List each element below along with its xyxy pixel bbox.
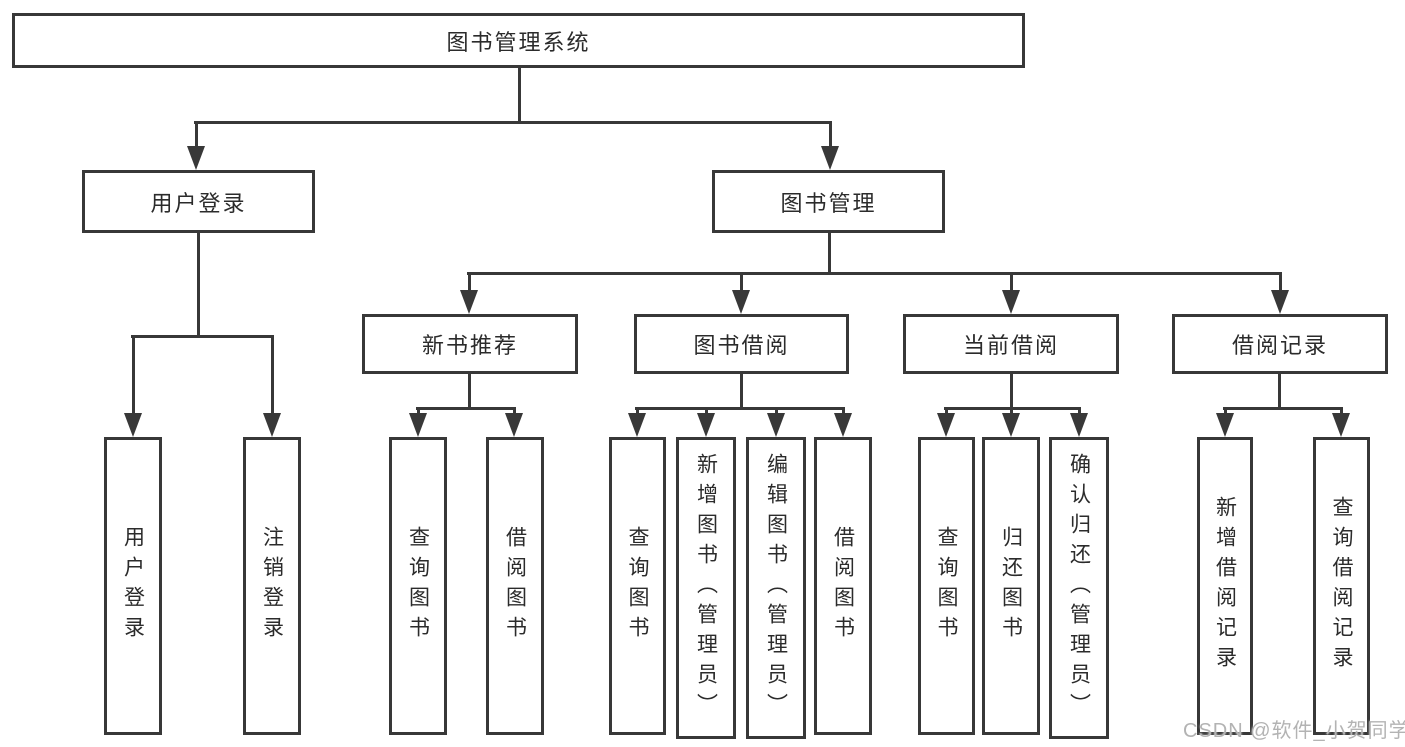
node-leaf-user-login: 用户登录 [104, 437, 162, 735]
node-new-book-recommend-label: 新书推荐 [421, 333, 518, 358]
node-leaf-bb-add-book: 新增图书（管理员） [676, 437, 736, 739]
arrow-down-icon [697, 407, 715, 437]
node-leaf-bb-borrow-book: 借阅图书 [814, 437, 872, 735]
arrow-down-icon [263, 335, 281, 437]
connector-book-mgmt-branch [467, 272, 1282, 275]
node-leaf-bb-query-book: 查询图书 [609, 437, 666, 735]
node-leaf-user-login-label: 用户登录 [121, 526, 145, 646]
arrow-down-icon [460, 272, 478, 314]
node-library-system-label: 图书管理系统 [446, 29, 591, 55]
node-leaf-cb-return-book-label: 归还图书 [999, 526, 1023, 646]
arrow-down-icon [821, 121, 839, 170]
arrow-down-icon [1002, 407, 1020, 437]
arrow-down-icon [124, 335, 142, 437]
arrow-down-icon [1271, 272, 1289, 314]
node-leaf-cb-confirm-return-label: 确认归还（管理员） [1067, 453, 1091, 723]
node-leaf-rec-borrow-book-label: 借阅图书 [503, 526, 527, 646]
arrow-down-icon [628, 407, 646, 437]
node-book-management: 图书管理 [712, 170, 945, 233]
arrow-down-icon [1332, 407, 1350, 437]
node-leaf-br-query-record-label: 查询借阅记录 [1330, 496, 1353, 676]
arrow-down-icon [834, 407, 852, 437]
connector-new-book-rec-branch [416, 407, 516, 410]
node-user-login-label: 用户登录 [150, 190, 247, 216]
connector-user-login-branch [131, 335, 274, 338]
node-library-system: 图书管理系统 [12, 13, 1025, 68]
node-leaf-bb-edit-book-label: 编辑图书（管理员） [764, 453, 788, 723]
node-book-management-label: 图书管理 [780, 190, 877, 216]
node-leaf-cb-confirm-return: 确认归还（管理员） [1049, 437, 1109, 739]
arrow-down-icon [1070, 407, 1088, 437]
node-current-borrow: 当前借阅 [903, 314, 1119, 374]
node-leaf-br-add-record-label: 新增借阅记录 [1213, 496, 1237, 676]
node-leaf-logout-label: 注销登录 [260, 526, 284, 646]
arrow-down-icon [1216, 407, 1234, 437]
arrow-down-icon [1002, 272, 1020, 314]
node-leaf-bb-borrow-book-label: 借阅图书 [831, 526, 855, 646]
connector-book-mgmt-stem [828, 233, 831, 275]
node-leaf-rec-borrow-book: 借阅图书 [486, 437, 544, 735]
node-leaf-rec-query-book: 查询图书 [389, 437, 447, 735]
connector-borrow-records-branch [1223, 407, 1343, 410]
node-leaf-cb-query-book: 查询图书 [918, 437, 975, 735]
connector-current-borrow-stem [1010, 374, 1013, 410]
node-leaf-bb-add-book-label: 新增图书（管理员） [694, 453, 718, 723]
arrow-down-icon [187, 121, 205, 170]
node-leaf-br-query-record: 查询借阅记录 [1313, 437, 1370, 735]
node-leaf-logout: 注销登录 [243, 437, 301, 735]
node-leaf-bb-query-book-label: 查询图书 [626, 526, 649, 646]
connector-user-login-stem [197, 233, 200, 338]
arrow-down-icon [732, 272, 750, 314]
node-leaf-rec-query-book-label: 查询图书 [406, 526, 430, 646]
node-current-borrow-label: 当前借阅 [962, 333, 1059, 358]
node-borrow-records-label: 借阅记录 [1231, 333, 1328, 358]
arrow-down-icon [409, 407, 427, 437]
connector-book-borrow-branch [635, 407, 845, 410]
node-leaf-cb-query-book-label: 查询图书 [935, 526, 958, 646]
node-leaf-br-add-record: 新增借阅记录 [1197, 437, 1253, 735]
connector-root-branch [194, 121, 832, 124]
node-new-book-recommend: 新书推荐 [362, 314, 578, 374]
watermark: CSDN @软件_小贺同学 [1183, 720, 1405, 742]
node-user-login: 用户登录 [82, 170, 315, 233]
arrow-down-icon [937, 407, 955, 437]
node-leaf-bb-edit-book: 编辑图书（管理员） [746, 437, 806, 739]
node-leaf-cb-return-book: 归还图书 [982, 437, 1040, 735]
connector-borrow-records-stem [1278, 374, 1281, 410]
connector-current-borrow-branch [944, 407, 1081, 410]
arrow-down-icon [767, 407, 785, 437]
connector-new-book-rec-stem [468, 374, 471, 410]
arrow-down-icon [505, 407, 523, 437]
node-book-borrow: 图书借阅 [634, 314, 849, 374]
connector-book-borrow-stem [740, 374, 743, 410]
connector-root-stem [518, 68, 521, 124]
node-borrow-records: 借阅记录 [1172, 314, 1388, 374]
node-book-borrow-label: 图书借阅 [693, 333, 790, 358]
